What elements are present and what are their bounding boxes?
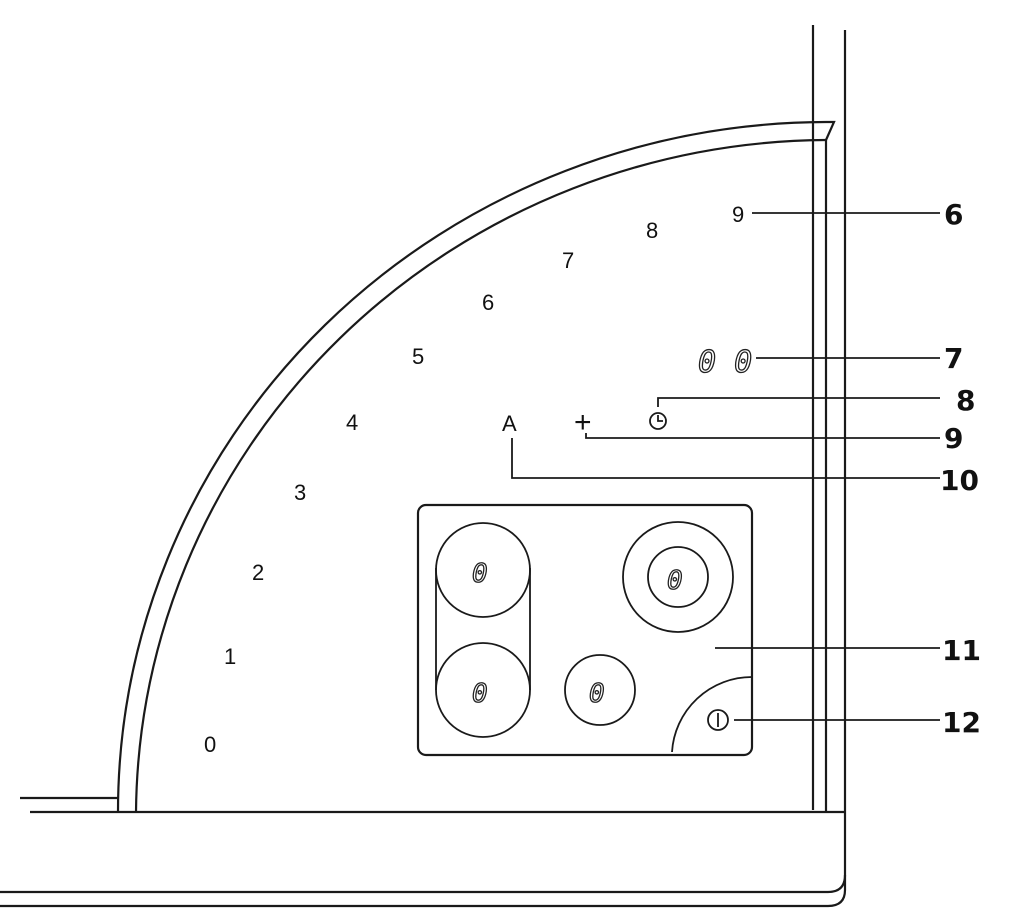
callout-7: 7 [944, 342, 963, 375]
callout-8: 8 [956, 384, 975, 417]
power-area-arc [671, 676, 753, 753]
bridge-zone-outline [435, 568, 531, 690]
zone-rear-left-ring [435, 642, 531, 738]
frame-bottom-outer [0, 874, 847, 894]
power-button-icon[interactable] [707, 709, 729, 731]
frame-bottom-outer-2 [0, 889, 847, 908]
panel-arc-inner [134, 138, 827, 813]
leader-8 [657, 397, 940, 407]
scale-label-5: 5 [412, 344, 424, 369]
scale-label-1: 1 [224, 644, 236, 669]
zone-front-centre-ring [564, 654, 636, 726]
zone-right-outer-ring [622, 521, 734, 633]
auto-button[interactable]: A [502, 411, 517, 436]
zone-front-left-display: 0 [472, 559, 488, 589]
zone-right-inner-ring [647, 546, 709, 608]
callout-9: 9 [944, 422, 963, 455]
zone-front-centre-display: 0 [589, 679, 605, 709]
scale-label-3: 3 [294, 480, 306, 505]
callout-10: 10 [940, 464, 979, 497]
callout-6: 6 [944, 198, 963, 231]
zone-right-display: 0 [667, 566, 683, 596]
timer-display: 0 0 [698, 345, 752, 380]
callout-11: 11 [942, 634, 981, 667]
leader-9 [585, 433, 940, 439]
timer-icon[interactable] [649, 412, 667, 430]
zone-front-left-ring [435, 522, 531, 618]
panel-arc-outer [116, 120, 827, 813]
plus-button[interactable]: + [574, 406, 592, 439]
panel-arc-corner [824, 120, 836, 141]
scale-label-4: 4 [346, 410, 358, 435]
leader-10 [511, 438, 940, 479]
zone-rear-left-display: 0 [472, 679, 488, 709]
scale-label-6: 6 [482, 290, 494, 315]
scale-label-9: 9 [732, 202, 744, 227]
scale-label-0: 0 [204, 732, 216, 757]
callout-12: 12 [942, 706, 981, 739]
zone-panel [416, 503, 754, 757]
scale-label-2: 2 [252, 560, 264, 585]
scale-label-8: 8 [646, 218, 658, 243]
scale-label-7: 7 [562, 248, 574, 273]
